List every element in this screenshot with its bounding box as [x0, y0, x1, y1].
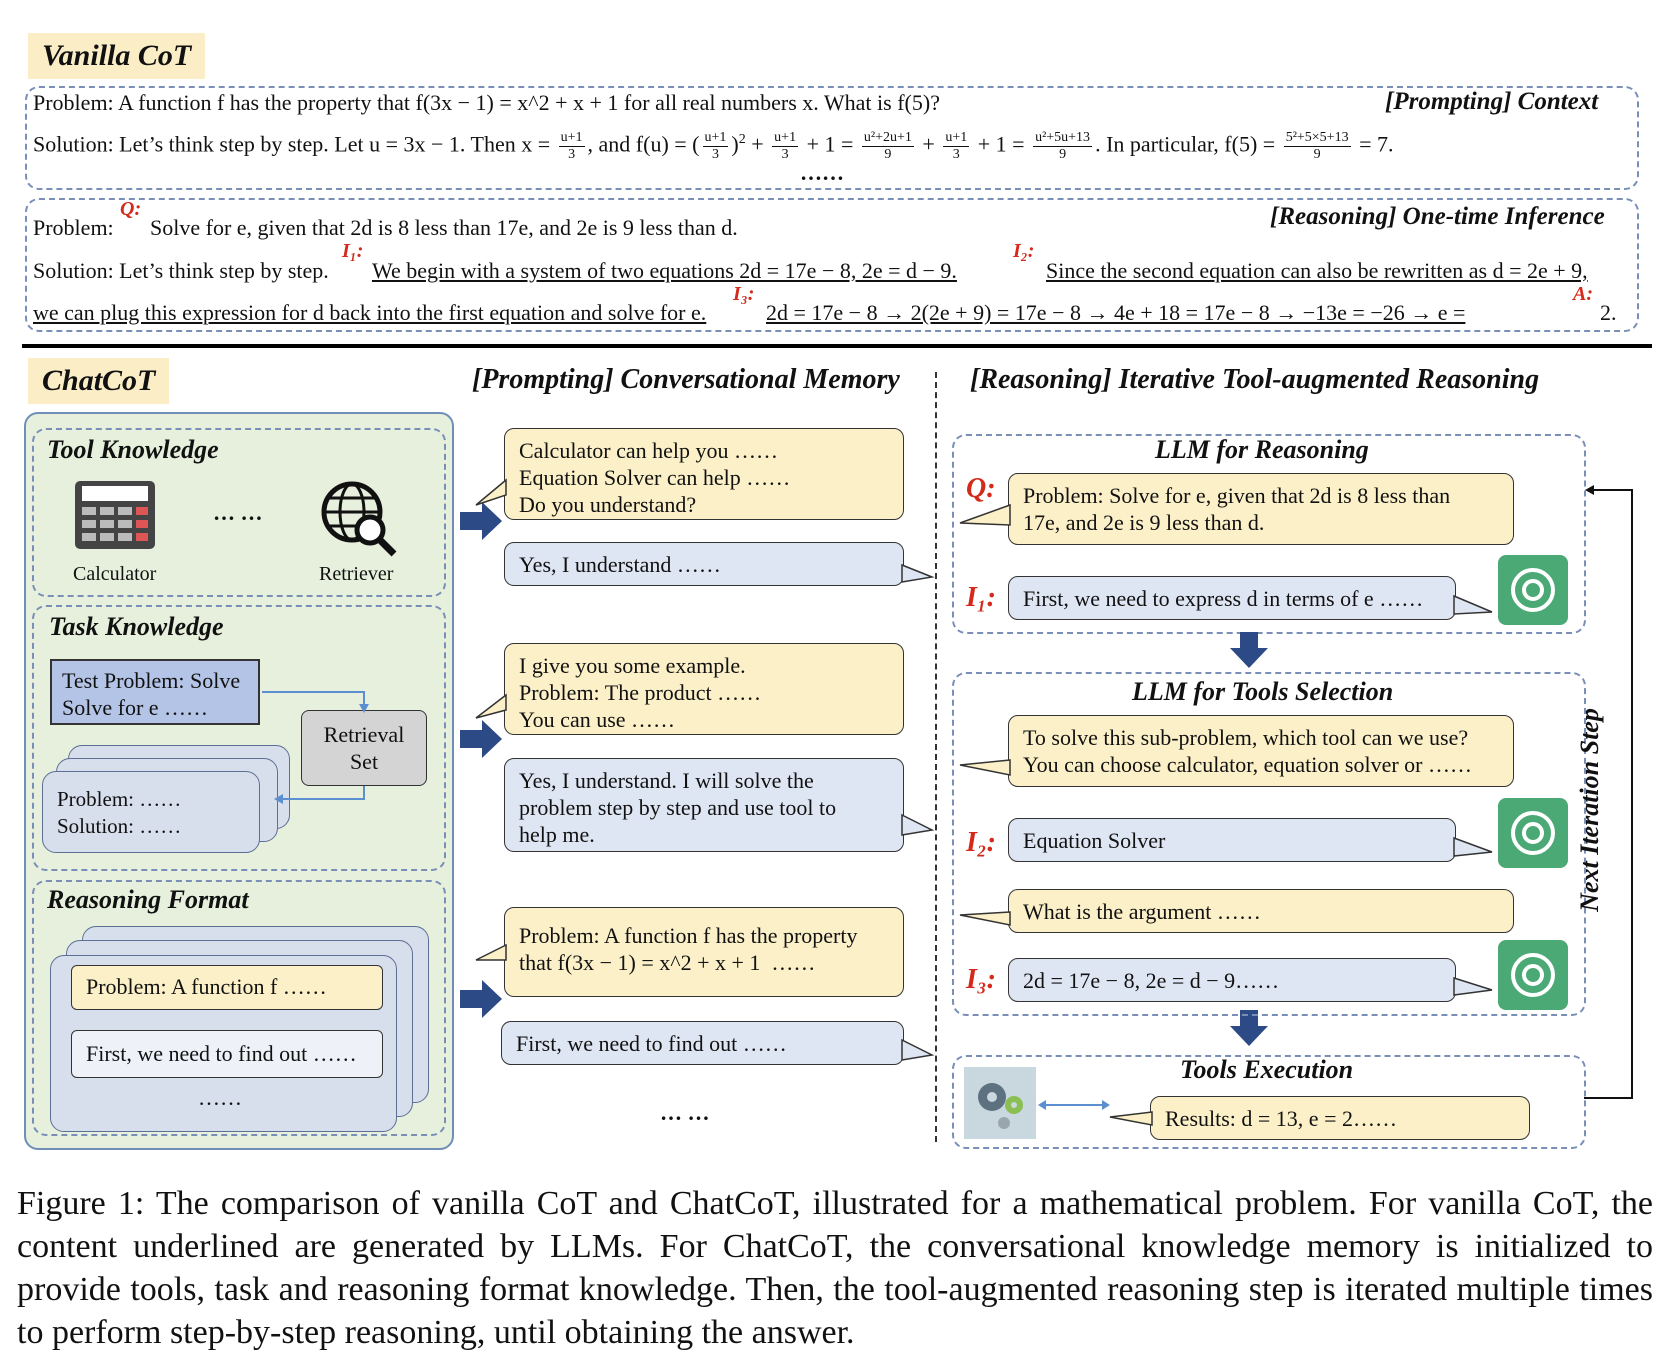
memory-bubble-problem: Problem: A function f has the property t… [504, 907, 904, 997]
llm-reasoning-box [952, 434, 1586, 634]
memory-dots: … … [660, 1100, 710, 1125]
solution-tail: . In particular, f(5) = [1095, 131, 1276, 157]
reasoning-i3-marker: I₃: [966, 964, 996, 995]
format-dots: …… [198, 1085, 242, 1110]
answer-text: 2. [1600, 300, 1617, 325]
llm-tools-box [952, 672, 1586, 1016]
i3-text: 2d = 17e − 8 → 2(2e + 9) = 17e − 8 → 4e … [766, 300, 1466, 325]
reasoning-q-marker: Q: [966, 473, 996, 504]
solution-fu: , and f(u) = ( [587, 131, 700, 157]
reasoning-i1-marker: I₁: [966, 582, 996, 613]
chatgpt-icon-1 [1498, 555, 1568, 625]
reasoning-i3-bubble: 2d = 17e − 8, 2e = d − 9…… [1008, 958, 1456, 1002]
vanilla2-problem-text: Solve for e, given that 2d is 8 less tha… [150, 215, 738, 240]
plus-sign-2: + [922, 131, 935, 157]
one-time-inference-box [25, 198, 1639, 332]
format-problem-line: Problem: A function f …… [71, 965, 383, 1010]
iterative-reasoning-title: [Reasoning] Iterative Tool-augmented Rea… [970, 364, 1540, 395]
tool-knowledge-box [32, 428, 446, 597]
retriever-label: Retriever [319, 563, 394, 585]
square-sup: 2 [738, 132, 746, 147]
vanilla2-solution-label: Solution: Let’s think step by step. [33, 258, 329, 283]
vanilla-solution-line: Solution: Let’s think step by step. Let … [33, 129, 1394, 162]
task-knowledge-title: Task Knowledge [49, 612, 224, 641]
memory-bubble-will-solve: Yes, I understand. I will solve the prob… [504, 758, 904, 852]
task-knowledge-box [32, 605, 446, 871]
reasoning-format-title: Reasoning Format [47, 885, 249, 914]
chatcot-tag: ChatCoT [28, 358, 170, 404]
example-card: Problem: …… Solution: …… [42, 771, 260, 853]
plus-sign: + [751, 131, 764, 157]
llm-reasoning-title: LLM for Reasoning [1155, 435, 1369, 464]
answer-marker: A: [1573, 283, 1593, 305]
memory-bubble-example: I give you some example. Problem: The pr… [504, 643, 904, 735]
solution-end: = 7. [1359, 131, 1394, 157]
calculator-label: Calculator [73, 563, 157, 585]
vanilla-ellipsis: …… [800, 160, 844, 185]
tools-execution-box [952, 1055, 1586, 1149]
section-divider [22, 344, 1652, 348]
i1-marker: I₁: [342, 240, 364, 262]
reasoning-format-box [32, 880, 446, 1136]
vanilla2-problem-label: Problem: [33, 215, 114, 240]
column-separator [935, 372, 937, 1142]
retrieval-set-box: Retrieval Set [301, 710, 427, 786]
retriever-icon [318, 478, 398, 558]
memory-bubble-first: First, we need to find out …… [501, 1021, 904, 1065]
line3-text: we can plug this expression for d back i… [33, 300, 707, 325]
gears-icon [964, 1067, 1036, 1139]
chatgpt-icon-3 [1498, 940, 1568, 1010]
solution-prefix: Solution: Let’s think step by step. Let … [33, 131, 551, 157]
conversational-memory-title: [Prompting] Conversational Memory [472, 364, 900, 395]
memory-bubble-tools: Calculator can help you …… Equation Solv… [504, 428, 904, 520]
memory-bubble-understand: Yes, I understand …… [504, 542, 904, 586]
tool-knowledge-title: Tool Knowledge [47, 435, 219, 464]
tools-dots: … … [213, 500, 263, 525]
q-marker: Q: [120, 198, 142, 220]
plus-one-eq-2: + 1 = [977, 131, 1025, 157]
i3-marker: I₃: [733, 283, 755, 305]
results-bubble: Results: d = 13, e = 2…… [1150, 1096, 1530, 1140]
tools-question-bubble: To solve this sub-problem, which tool ca… [1008, 715, 1514, 787]
i2-marker: I₂: [1013, 240, 1035, 262]
prompting-context-box [25, 86, 1639, 190]
reasoning-i2-bubble: Equation Solver [1008, 818, 1456, 862]
llm-tools-title: LLM for Tools Selection [1132, 677, 1394, 706]
vanilla-cot-tag: Vanilla CoT [28, 33, 206, 79]
reasoning-i2-marker: I₂: [966, 827, 996, 858]
tools-execution-title: Tools Execution [1180, 1055, 1354, 1084]
test-problem-box: Test Problem: Solve Solve for e …… [50, 659, 260, 725]
reasoning-question-bubble: Problem: Solve for e, given that 2d is 8… [1008, 473, 1514, 545]
calculator-icon [74, 480, 156, 550]
vanilla-problem-text: Problem: A function f has the property t… [33, 90, 940, 115]
i1-text: We begin with a system of two equations … [372, 258, 957, 283]
i2-text: Since the second equation can also be re… [1046, 258, 1588, 283]
figure-caption: Figure 1: The comparison of vanilla CoT … [17, 1185, 1653, 1351]
prompting-context-label: [Prompting] Context [1385, 88, 1599, 115]
format-first-line: First, we need to find out …… [71, 1030, 383, 1078]
reasoning-i1-bubble: First, we need to express d in terms of … [1008, 576, 1456, 620]
one-time-inference-label: [Reasoning] One-time Inference [1270, 203, 1605, 230]
chatgpt-icon-2 [1498, 798, 1568, 868]
plus-one-eq: + 1 = [806, 131, 854, 157]
argument-question-bubble: What is the argument …… [1008, 889, 1514, 933]
